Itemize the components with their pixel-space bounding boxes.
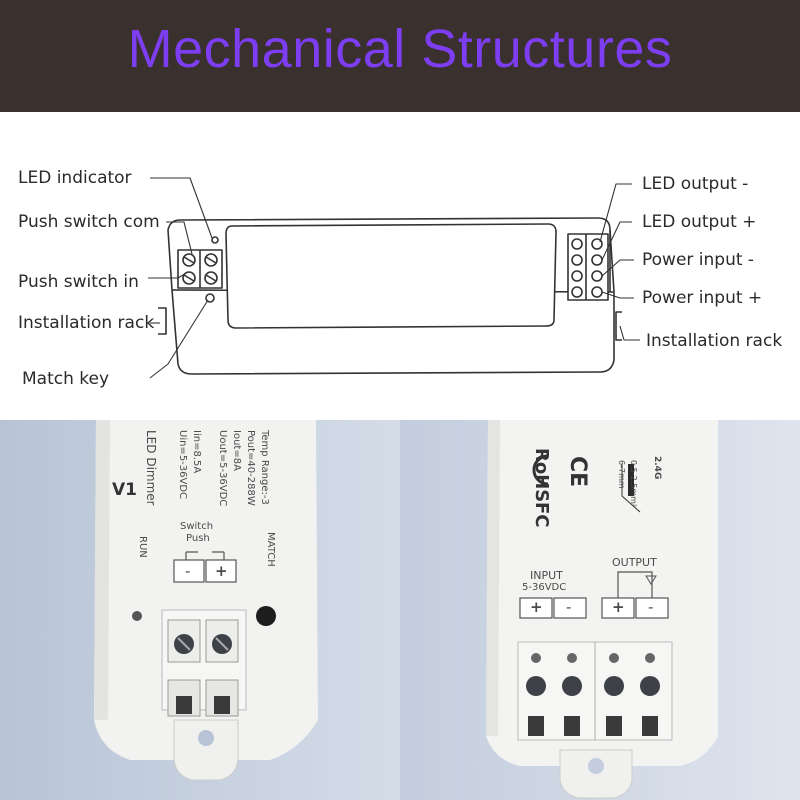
fc-mark: FC — [531, 502, 552, 528]
output-label: OUTPUT — [612, 556, 657, 569]
photo-right-panel: RoHS FC CE 0.5-2.5mm² 6-7mm 2.4G INPUT 5… — [400, 420, 800, 800]
photo-left-panel: V1 LED Dimmer Uin=5-36VDC Iin=8.5A Uout=… — [0, 420, 400, 800]
photo-left-drawing — [0, 420, 400, 800]
input-minus-sign: - — [566, 598, 572, 616]
label-power-input-minus: Power input - — [642, 250, 755, 270]
label-match-key: Match key — [22, 369, 110, 389]
output-plus-sign: + — [612, 598, 625, 616]
push-label: Push — [186, 533, 210, 544]
spec-iin: Iin=8.5A — [191, 430, 202, 474]
title-banner: Mechanical Structures — [0, 0, 800, 112]
wire-spec-1: 0.5-2.5mm² — [629, 460, 638, 508]
label-installation-rack-left: Installation rack — [18, 313, 155, 333]
product-name: LED Dimmer — [144, 430, 158, 506]
label-installation-rack-right: Installation rack — [646, 331, 783, 351]
input-label: INPUT — [530, 569, 563, 582]
run-label: RUN — [137, 536, 148, 558]
spec-iout: Iout=8A — [231, 430, 242, 471]
switch-minus-sign: - — [185, 562, 191, 580]
ce-mark: CE — [565, 456, 590, 488]
spec-uin: Uin=5-36VDC — [177, 430, 188, 500]
label-led-output-plus: LED output + — [642, 212, 757, 232]
switch-plus-sign: + — [215, 562, 228, 580]
switch-label: Switch — [180, 521, 214, 532]
banner-title: Mechanical Structures — [127, 19, 673, 79]
spec-uout: Uout=5-36VDC — [217, 430, 228, 507]
output-minus-sign: - — [648, 598, 654, 616]
label-power-input-plus: Power input + — [642, 288, 763, 308]
match-label: MATCH — [265, 532, 276, 567]
input-voltage: 5-36VDC — [522, 582, 567, 593]
spec-temp: Temp Range:-3 — [259, 430, 270, 505]
model-label: V1 — [112, 480, 137, 500]
spec-pout: Pout=40-288W — [245, 430, 256, 506]
label-push-switch-com: Push switch com — [18, 212, 160, 232]
label-led-output-minus: LED output - — [642, 174, 749, 194]
wire-spec-2: 6-7mm — [617, 460, 626, 489]
controller-outline-drawing — [148, 177, 640, 379]
product-photos: V1 LED Dimmer Uin=5-36VDC Iin=8.5A Uout=… — [0, 420, 800, 800]
label-led-indicator: LED indicator — [18, 168, 132, 188]
input-plus-sign: + — [530, 598, 543, 616]
rohs-mark: RoHS — [531, 448, 552, 503]
label-push-switch-in: Push switch in — [18, 272, 139, 292]
photo-right-drawing — [400, 420, 800, 800]
wireless-label: 2.4G — [652, 456, 662, 480]
mechanical-diagram: LED indicator Push switch com Push switc… — [0, 112, 800, 420]
